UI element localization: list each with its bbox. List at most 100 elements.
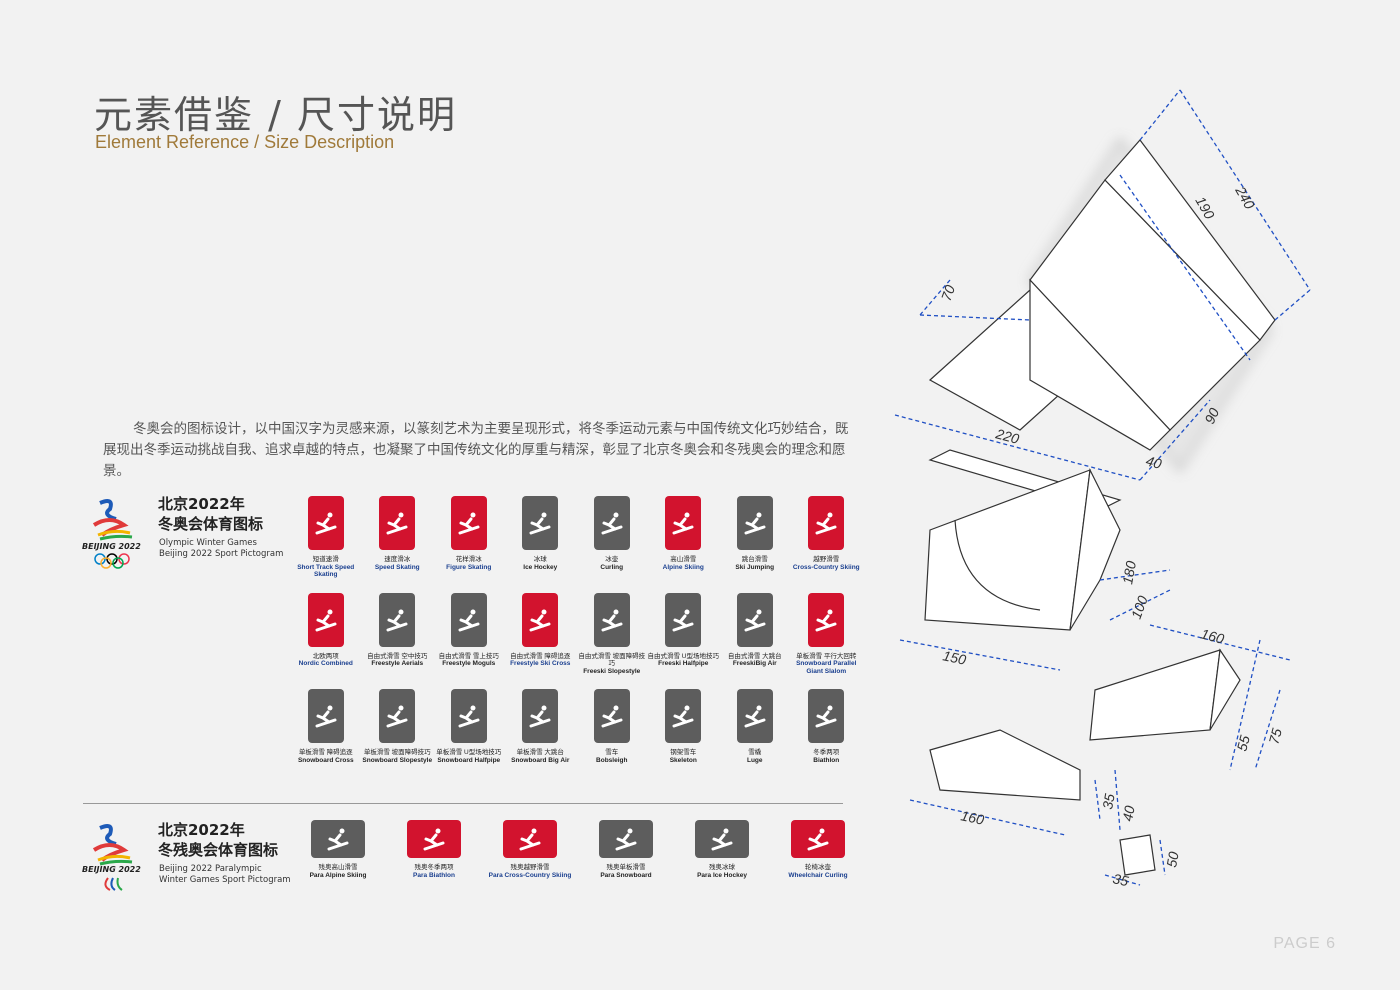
beijing-2022-olympic-logo: BEIJING 2022 xyxy=(82,499,141,569)
dim-label: 160 xyxy=(1199,625,1226,647)
dim-label: 35 xyxy=(1111,870,1130,889)
sport-pictogram-icon xyxy=(307,592,344,647)
sport-pictogram-icon xyxy=(808,689,845,743)
dim-label: 75 xyxy=(1265,726,1285,745)
sport-pictogram-icon xyxy=(522,496,559,550)
dim-label: 90 xyxy=(1201,405,1222,426)
paralympic-group-title: 北京2022年冬残奥会体育图标 xyxy=(158,821,279,859)
dim-label: 55 xyxy=(1233,733,1253,752)
svg-text:BEIJING 2022: BEIJING 2022 xyxy=(82,865,141,874)
dim-label: 240 xyxy=(1232,183,1258,212)
sport-pictogram-icon xyxy=(695,820,749,858)
sport-pictogram-icon xyxy=(311,820,365,858)
dim-label: 50 xyxy=(1163,850,1181,868)
sport-pictogram-icon xyxy=(522,689,559,743)
sport-pictogram-icon xyxy=(593,689,630,743)
sport-pictogram-icon xyxy=(450,689,487,743)
section-divider xyxy=(83,803,843,804)
dim-label: 150 xyxy=(941,647,967,668)
olympic-group-title: 北京2022年冬奥会体育图标 xyxy=(158,495,264,533)
sport-pictogram-icon xyxy=(736,592,773,647)
page-title: 元素借鉴 / 尺寸说明 xyxy=(94,93,457,137)
sport-pictogram-icon xyxy=(593,592,630,647)
sport-pictogram-icon xyxy=(665,496,702,550)
sport-pictogram-icon xyxy=(593,496,630,550)
sport-pictogram-icon xyxy=(450,592,487,647)
sport-pictogram-icon xyxy=(808,496,845,550)
sport-pictogram-icon xyxy=(599,820,653,858)
dim-label: 35 xyxy=(1099,792,1117,810)
sport-pictogram-icon xyxy=(522,592,559,647)
dim-label: 70 xyxy=(938,283,958,303)
dim-label: 160 xyxy=(959,807,985,828)
dim-label: 180 xyxy=(1119,560,1139,586)
sport-pictogram-icon xyxy=(307,689,344,743)
sport-pictogram-icon xyxy=(808,592,845,647)
page-number: PAGE 6 xyxy=(1273,935,1336,952)
sport-pictogram-icon xyxy=(736,496,773,550)
dim-label: 220 xyxy=(993,425,1021,447)
dim-label: 40 xyxy=(1119,804,1137,822)
sport-pictogram-icon xyxy=(407,820,461,858)
sport-pictogram-icon xyxy=(665,592,702,647)
sport-pictogram-icon xyxy=(379,592,416,647)
svg-text:BEIJING 2022: BEIJING 2022 xyxy=(82,542,141,551)
dim-label: 100 xyxy=(1128,593,1151,621)
